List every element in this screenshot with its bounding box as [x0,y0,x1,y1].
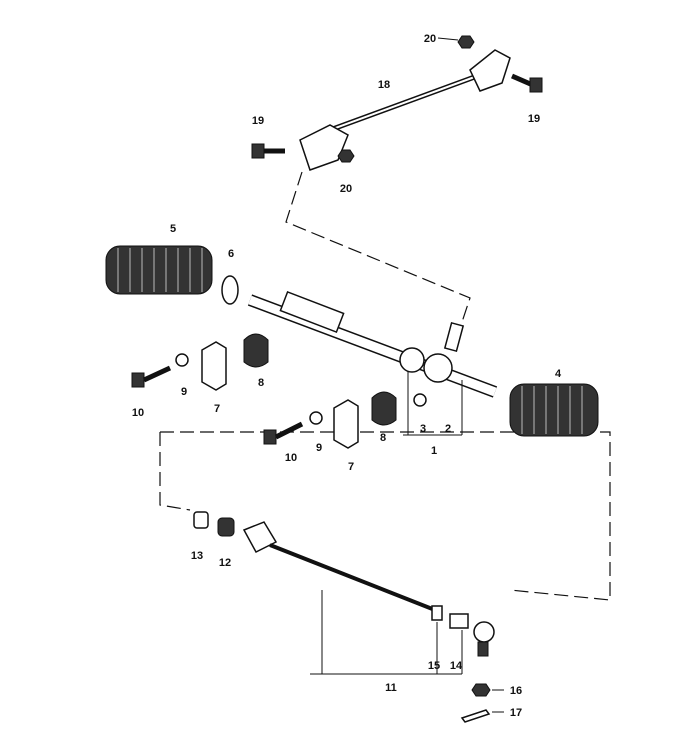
bolt-19-right [511,73,543,93]
mount-group-left [131,333,269,391]
label-7: 7 [348,461,354,473]
boot-right [509,383,599,437]
label-16: 16 [510,685,522,697]
label-15: 15 [428,660,440,672]
label-14: 14 [450,660,463,672]
label-8: 8 [380,432,386,444]
label-17: 17 [510,707,522,719]
cotter-pin-17 [460,709,491,723]
label-10: 10 [132,407,144,419]
label-18: 18 [378,79,390,91]
steering-rack [247,290,498,436]
castle-nut-16 [471,683,491,697]
label-5: 5 [170,223,176,235]
tie-rod [193,511,495,675]
bolt-19-left [251,143,285,159]
label-12: 12 [219,557,231,569]
label-9: 9 [181,386,187,398]
label-10: 10 [285,452,297,464]
label-1: 1 [431,445,437,457]
label-11: 11 [385,682,397,694]
label-9: 9 [316,442,322,454]
label-6: 6 [228,248,234,260]
nut-20-top [457,35,475,49]
label-4: 4 [555,368,562,380]
mount-group-right [263,391,427,449]
label-20: 20 [340,183,352,195]
label-20: 20 [424,33,436,45]
label-13: 13 [191,550,203,562]
label-19: 19 [528,113,540,125]
nut-20-lower [337,149,355,163]
clamp-ring-6 [221,275,239,305]
boot-left [105,245,213,295]
label-8: 8 [258,377,264,389]
label-7: 7 [214,403,220,415]
assembly-line-lower [159,431,611,601]
intermediate-shaft [299,49,511,171]
assembly-line-upper [285,171,471,329]
label-2: 2 [445,423,451,435]
label-19: 19 [252,115,264,127]
label-3: 3 [420,423,426,435]
